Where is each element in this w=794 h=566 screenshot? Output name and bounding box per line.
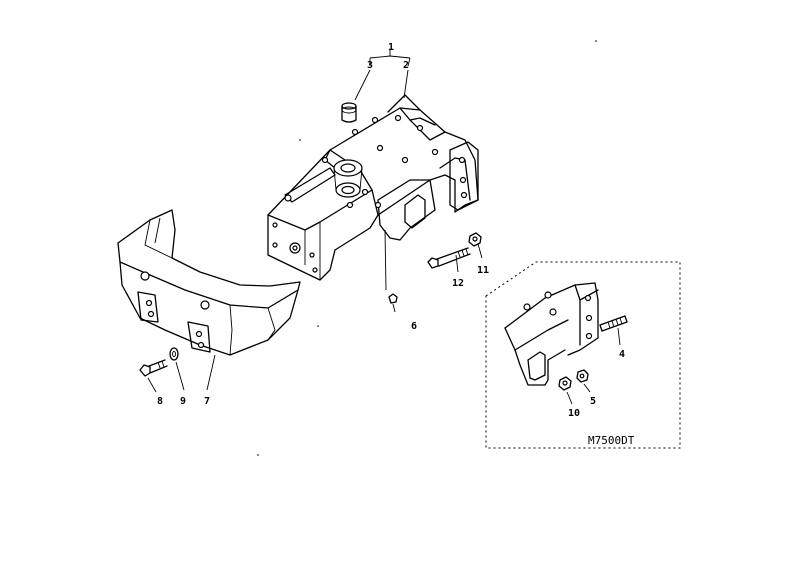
front-axle-support [267,94,479,281]
callout-3: 3 [367,60,373,71]
callout-8: 8 [157,396,163,407]
leader-lines [147,50,621,405]
hardware-small [388,293,398,304]
callout-5: 5 [590,396,596,407]
callout-12: 12 [452,278,464,289]
callout-6: 6 [411,321,417,332]
bolt [427,247,471,269]
figure-code: M7500DT [588,434,635,447]
washer [169,347,179,361]
nut [468,232,482,247]
callout-4: 4 [619,349,625,360]
bolt [139,359,168,377]
detail-inset [485,261,681,449]
scan-specks [257,40,597,456]
callout-7: 7 [204,396,210,407]
callout-1: 1 [388,42,394,53]
callout-11: 11 [477,265,489,276]
bushing [341,102,357,123]
front-bumper [117,209,301,356]
callout-2: 2 [403,60,409,71]
callout-9: 9 [180,396,186,407]
callout-10: 10 [568,408,580,419]
